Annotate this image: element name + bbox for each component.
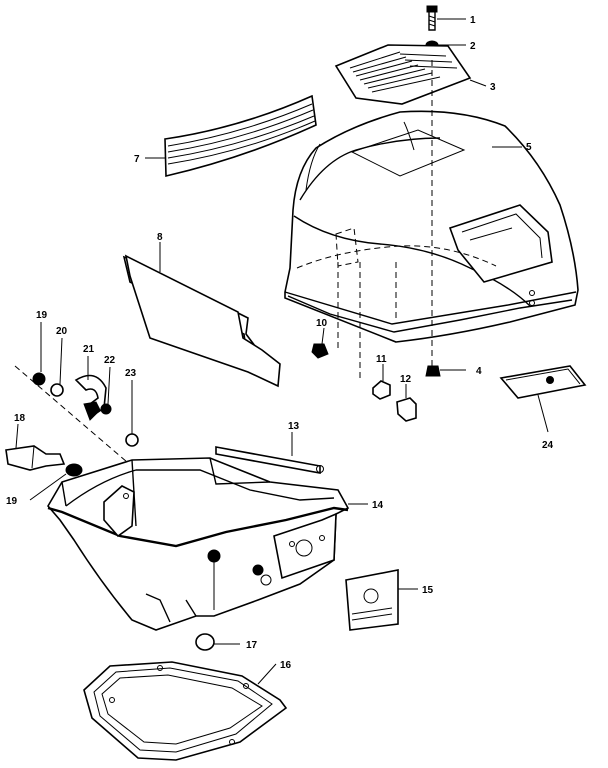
part-12-bolt <box>396 384 417 422</box>
callout-20: 20 <box>56 326 68 337</box>
part-22-washer <box>100 366 112 415</box>
part-20-washer <box>50 337 64 397</box>
callout-21: 21 <box>83 344 95 355</box>
callout-22: 22 <box>104 355 116 366</box>
part-1-screw <box>426 5 466 31</box>
hidden-outline-dashes <box>14 60 497 469</box>
callout-10: 10 <box>316 318 328 329</box>
callout-12: 12 <box>400 374 412 385</box>
callout-7: 7 <box>134 154 140 165</box>
part-21-latch-hook <box>74 356 107 421</box>
part-13-seal-strip <box>215 432 324 474</box>
part-11-nut <box>372 364 391 400</box>
callout-23: 23 <box>125 368 137 379</box>
part-16-gasket <box>83 661 288 761</box>
part-3-vent-grille <box>334 44 487 105</box>
callout-14: 14 <box>372 500 384 511</box>
callout-5: 5 <box>526 142 532 153</box>
callout-4: 4 <box>476 366 482 377</box>
callout-17: 17 <box>246 640 258 651</box>
callout-16: 16 <box>280 660 292 671</box>
callout-1: 1 <box>470 15 476 26</box>
callout-19-lower: 19 <box>6 496 18 507</box>
part-4-grommet <box>425 365 466 377</box>
part-14-bottom-cowl <box>47 457 368 631</box>
part-24-plate <box>499 365 587 433</box>
callout-18: 18 <box>14 413 26 424</box>
callout-2: 2 <box>470 41 476 52</box>
part-19-grommet-upper <box>32 322 46 386</box>
callout-13: 13 <box>288 421 300 432</box>
part-8-decal <box>122 242 281 388</box>
callout-24: 24 <box>542 440 554 451</box>
part-15-plate <box>345 569 418 631</box>
part-5-top-cowl <box>284 110 579 343</box>
part-7-trim-strip <box>145 94 317 177</box>
callout-8: 8 <box>157 232 163 243</box>
callout-3: 3 <box>490 82 496 93</box>
callout-19-upper: 19 <box>36 310 48 321</box>
callout-11: 11 <box>376 354 387 365</box>
part-18-lever <box>5 423 66 471</box>
part-19-grommet-lower <box>29 463 83 501</box>
callout-15: 15 <box>422 585 434 596</box>
part-17-plug <box>195 633 240 651</box>
part-23-bolt <box>125 380 139 447</box>
part-10-nut <box>311 327 329 359</box>
